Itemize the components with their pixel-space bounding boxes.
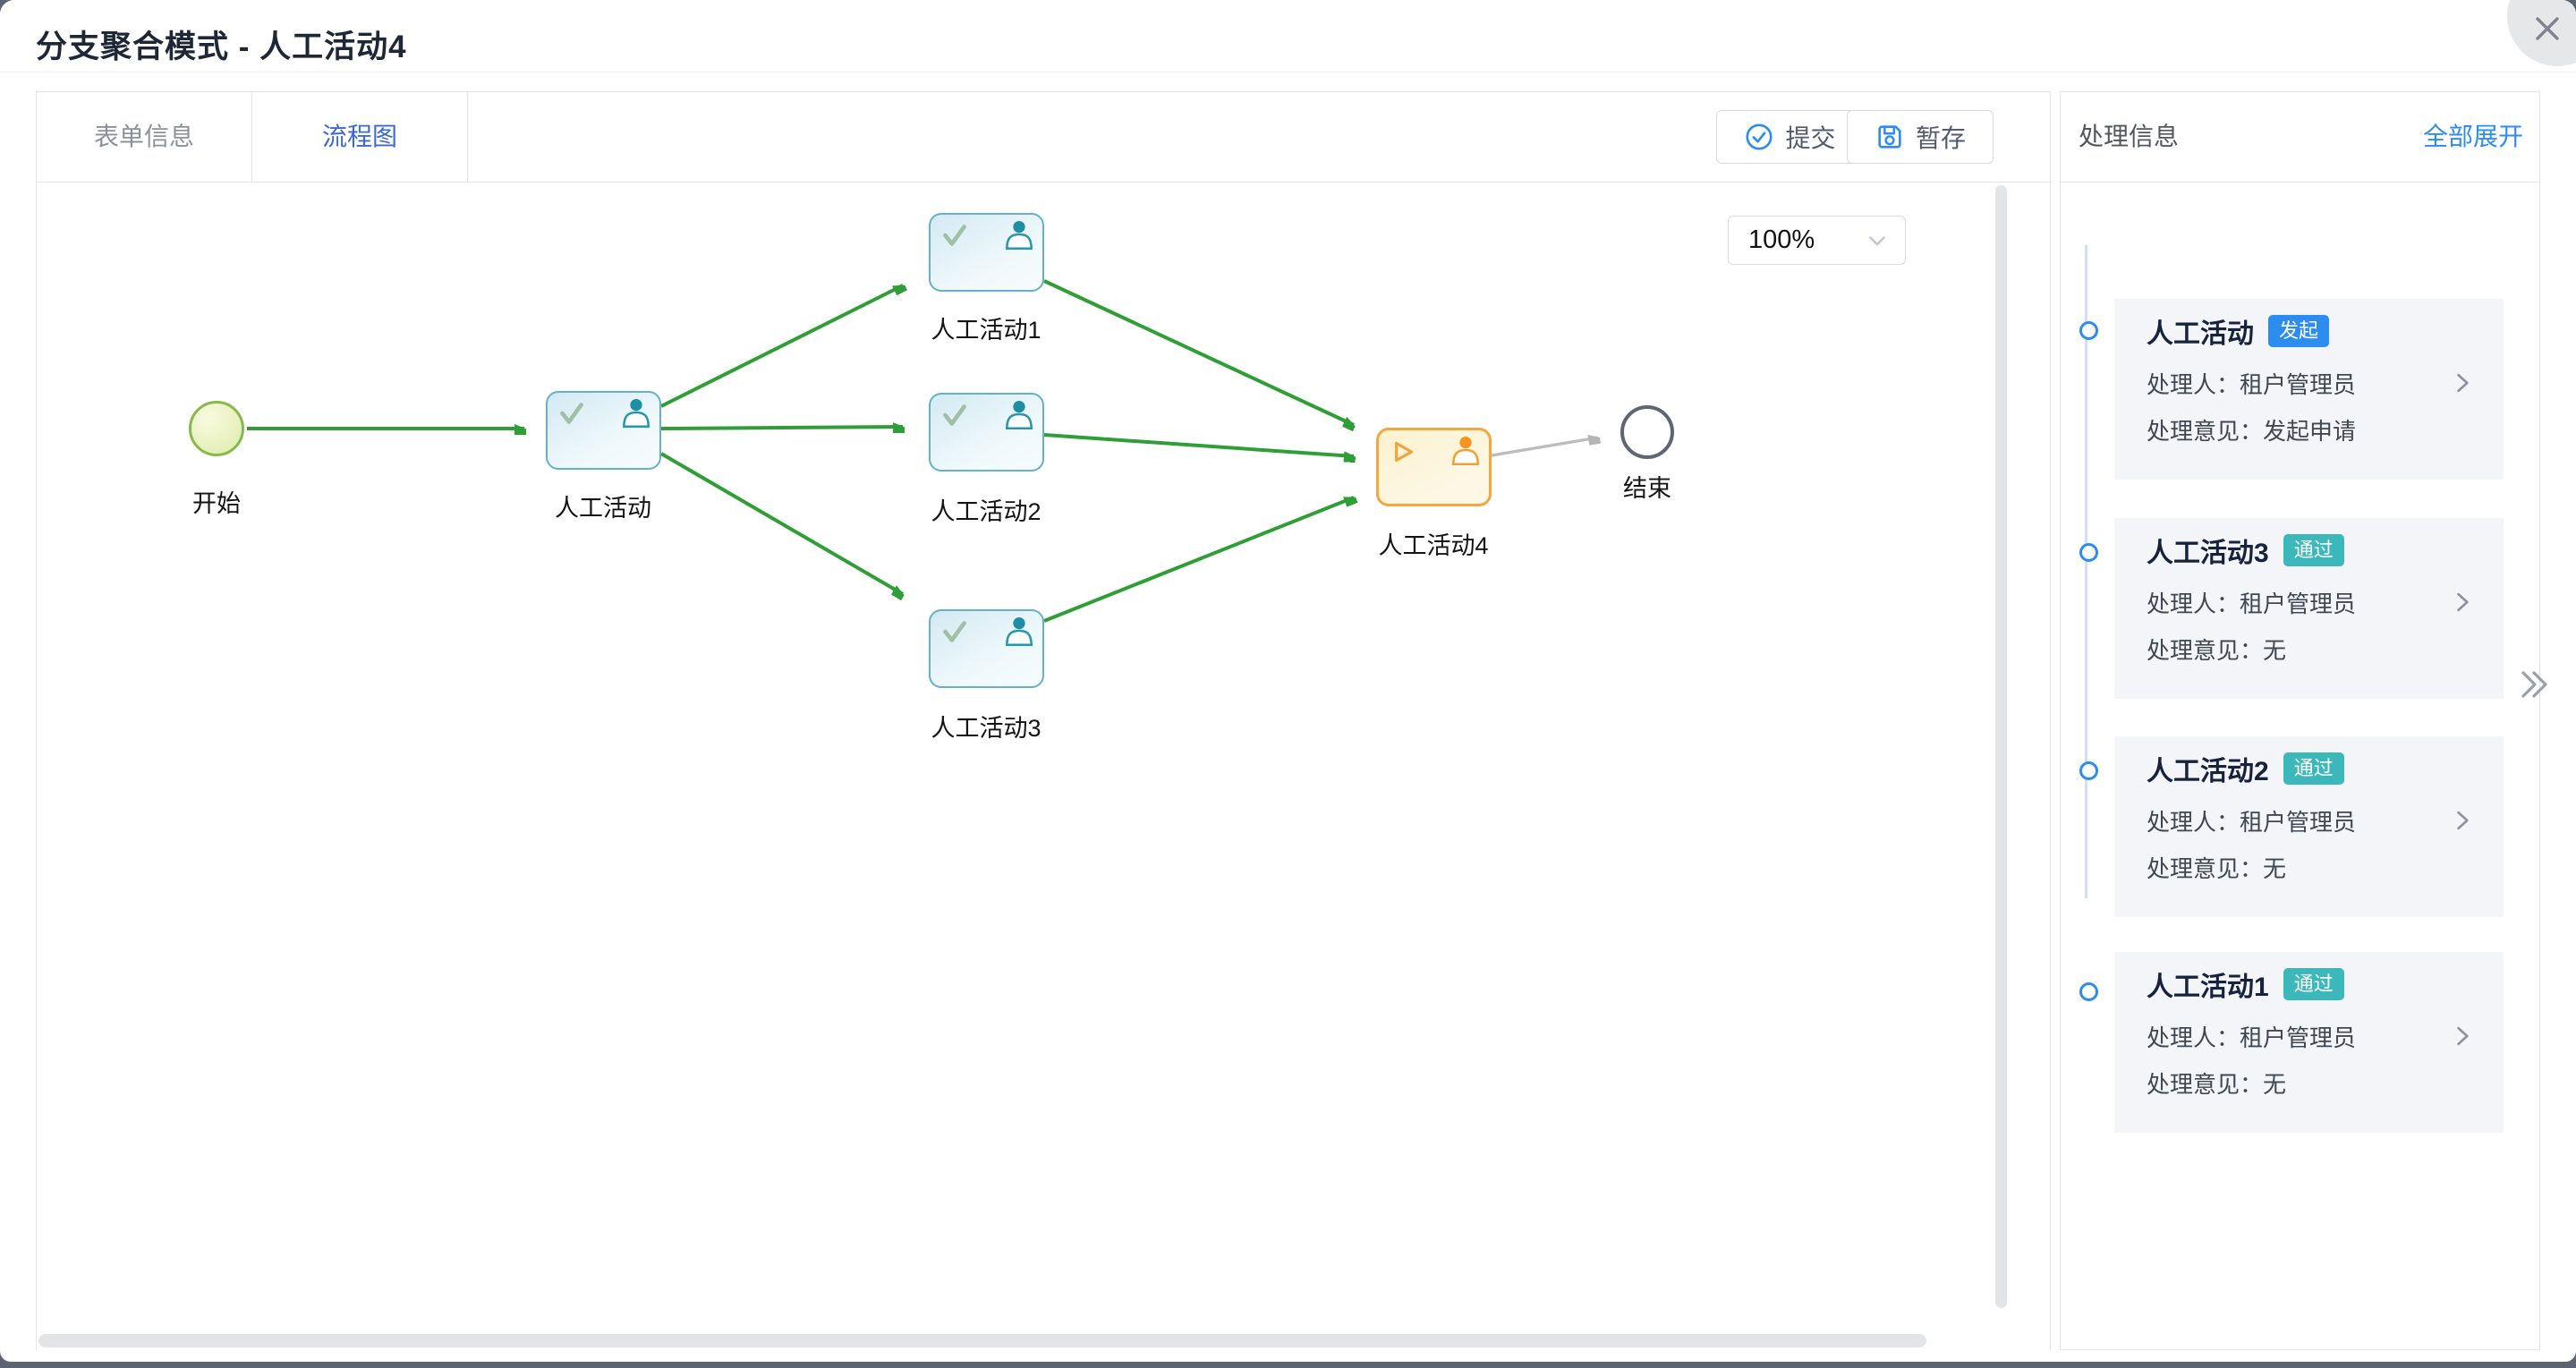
panel-header: 处理信息 全部展开 xyxy=(2061,92,2539,183)
timeline-card-activity3[interactable]: 人工活动3 通过 处理人：租户管理员 处理意见：无 xyxy=(2114,518,2504,699)
chevron-down-icon xyxy=(1864,227,1891,254)
save-icon xyxy=(1875,122,1905,152)
handler-value: 租户管理员 xyxy=(2240,591,2357,617)
node-label-start: 开始 xyxy=(192,490,241,517)
timeline-card-activity[interactable]: 人工活动 发起 处理人：租户管理员 处理意见：发起申请 xyxy=(2114,299,2504,480)
status-badge: 发起 xyxy=(2268,315,2330,347)
handler-value: 租户管理员 xyxy=(2240,371,2357,398)
node-end-event[interactable] xyxy=(1620,405,1674,459)
process-info-panel: 处理信息 全部展开 人工活动 发起 处理人：租户管理员 处理意见：发起申请 人工… xyxy=(2060,91,2540,1350)
timeline-dot xyxy=(2079,321,2098,340)
handler-label: 处理人： xyxy=(2147,591,2240,617)
node-label-task2: 人工活动2 xyxy=(931,498,1041,525)
chevron-right-icon[interactable] xyxy=(2448,588,2477,616)
card-title: 人工活动1 xyxy=(2147,973,2269,1002)
flow-edges xyxy=(247,279,2050,623)
check-icon xyxy=(938,616,972,647)
page-title: 分支聚合模式 - 人工活动4 xyxy=(36,30,407,64)
tab-flow-diagram[interactable]: 流程图 xyxy=(252,92,468,182)
modal-titlebar: 分支聚合模式 - 人工活动4 xyxy=(0,0,2576,72)
timeline-card-activity2[interactable]: 人工活动2 通过 处理人：租户管理员 处理意见：无 xyxy=(2114,736,2504,917)
person-icon xyxy=(618,396,654,429)
opinion-label: 处理意见： xyxy=(2147,1071,2264,1098)
status-badge: 通过 xyxy=(2283,752,2344,785)
close-icon[interactable] xyxy=(2531,13,2563,45)
chevron-right-icon[interactable] xyxy=(2448,806,2477,835)
opinion-label: 处理意见： xyxy=(2147,637,2264,664)
chevron-right-icon[interactable] xyxy=(2448,1022,2477,1050)
handler-label: 处理人： xyxy=(2147,809,2240,836)
chevron-right-icon[interactable] xyxy=(2448,369,2477,397)
opinion-value: 无 xyxy=(2263,1071,2287,1098)
submit-button[interactable]: 提交 xyxy=(1716,110,1864,164)
person-icon xyxy=(1001,398,1037,430)
play-icon xyxy=(1386,436,1418,468)
opinion-value: 发起申请 xyxy=(2263,418,2357,445)
timeline-dot xyxy=(2079,982,2098,1001)
handler-value: 租户管理员 xyxy=(2240,809,2357,836)
horizontal-scrollbar[interactable] xyxy=(38,1334,1926,1347)
opinion-label: 处理意见： xyxy=(2147,855,2264,882)
check-icon xyxy=(938,400,972,430)
person-icon xyxy=(1001,218,1037,251)
check-icon xyxy=(938,220,972,251)
double-chevron-right-icon[interactable] xyxy=(2517,667,2553,702)
card-title: 人工活动 xyxy=(2147,319,2254,349)
node-label-task4: 人工活动4 xyxy=(1378,532,1489,559)
card-title: 人工活动2 xyxy=(2147,757,2269,786)
status-badge: 通过 xyxy=(2283,534,2344,566)
zoom-level-select[interactable]: 100% xyxy=(1728,216,1906,265)
node-task-rengonghuodong2[interactable] xyxy=(929,393,1044,472)
tab-form-info[interactable]: 表单信息 xyxy=(37,92,252,182)
node-label-task1: 人工活动1 xyxy=(931,317,1041,344)
handler-label: 处理人： xyxy=(2147,371,2240,398)
opinion-value: 无 xyxy=(2263,637,2287,664)
person-icon xyxy=(1001,615,1037,647)
flow-canvas[interactable]: 开始 人工活动 人工活动1 人工活动2 人工活动3 xyxy=(37,183,2050,1350)
circle-check-icon xyxy=(1744,122,1774,152)
main-area: 表单信息 流程图 提交 暂存 xyxy=(36,91,2051,1350)
status-badge: 通过 xyxy=(2283,968,2344,1000)
opinion-value: 无 xyxy=(2263,855,2287,882)
node-label-task3: 人工活动3 xyxy=(931,715,1041,742)
opinion-label: 处理意见： xyxy=(2147,418,2264,445)
submit-button-label: 提交 xyxy=(1785,124,1836,152)
node-task-rengonghuodong3[interactable] xyxy=(929,609,1044,688)
vertical-scrollbar[interactable] xyxy=(1995,185,2007,1308)
node-label-task: 人工活动 xyxy=(555,495,651,522)
node-task-rengonghuodong1[interactable] xyxy=(929,213,1044,292)
tab-strip: 表单信息 流程图 提交 暂存 xyxy=(37,92,2050,183)
save-draft-button-label: 暂存 xyxy=(1915,124,1966,152)
timeline-dot xyxy=(2079,543,2098,562)
handler-label: 处理人： xyxy=(2147,1024,2240,1051)
node-task-rengonghuodong[interactable] xyxy=(546,391,661,470)
node-start-event[interactable] xyxy=(189,401,244,456)
save-draft-button[interactable]: 暂存 xyxy=(1847,110,1994,164)
check-icon xyxy=(555,398,589,429)
timeline-dot xyxy=(2079,761,2098,780)
zoom-level-value: 100% xyxy=(1748,225,1815,254)
handler-value: 租户管理员 xyxy=(2240,1024,2357,1051)
panel-title: 处理信息 xyxy=(2079,123,2180,150)
node-task-rengonghuodong4-active[interactable] xyxy=(1376,428,1492,506)
card-title: 人工活动3 xyxy=(2147,539,2269,568)
timeline-line xyxy=(2085,245,2087,898)
node-label-end: 结束 xyxy=(1623,475,1671,502)
panel-timeline: 人工活动 发起 处理人：租户管理员 处理意见：发起申请 人工活动3 通过 处理人… xyxy=(2061,183,2539,1350)
expand-all-link[interactable]: 全部展开 xyxy=(2422,123,2523,150)
timeline-card-activity1[interactable]: 人工活动1 通过 处理人：租户管理员 处理意见：无 xyxy=(2114,952,2504,1133)
person-icon xyxy=(1448,434,1484,466)
